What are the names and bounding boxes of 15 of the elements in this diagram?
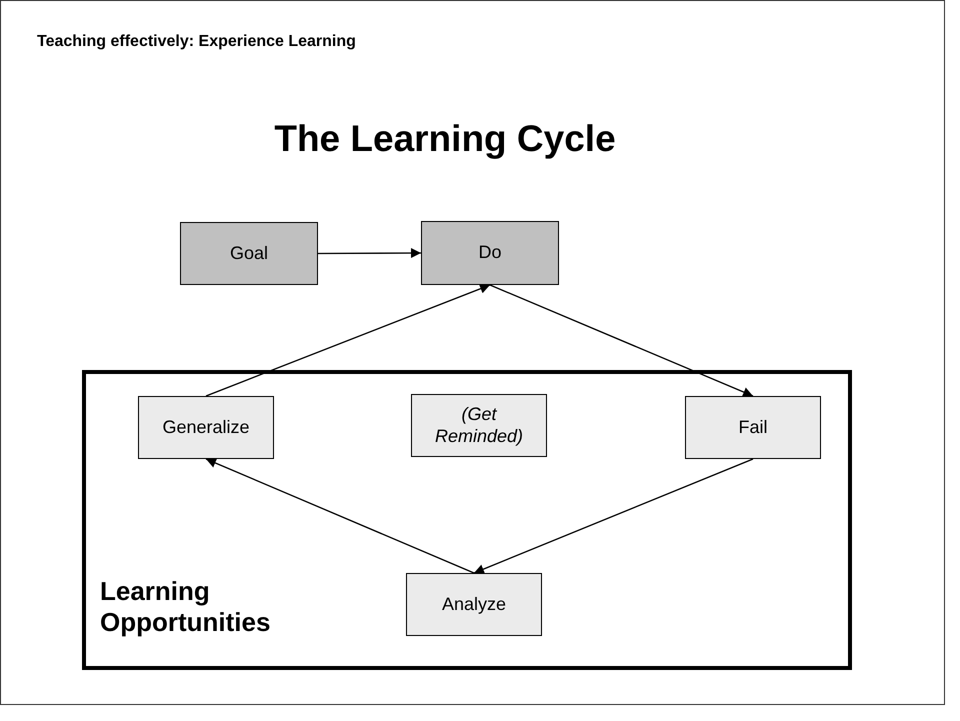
arrow: [318, 248, 421, 258]
arrow: [474, 458, 754, 574]
group-label: Learning Opportunities: [100, 576, 272, 638]
group-frame: [82, 370, 852, 670]
arrow: [206, 284, 490, 397]
process-box: (Get Reminded): [411, 394, 547, 457]
process-box: Goal: [180, 222, 318, 285]
arrow: [206, 458, 474, 574]
process-box: Generalize: [138, 396, 274, 459]
process-box: Fail: [685, 396, 821, 459]
slide-heading: Teaching effectively: Experience Learning: [37, 33, 356, 51]
arrow: [490, 284, 754, 397]
process-box: Analyze: [406, 573, 542, 636]
diagram-title: The Learning Cycle: [273, 118, 617, 160]
process-box: Do: [421, 221, 559, 285]
